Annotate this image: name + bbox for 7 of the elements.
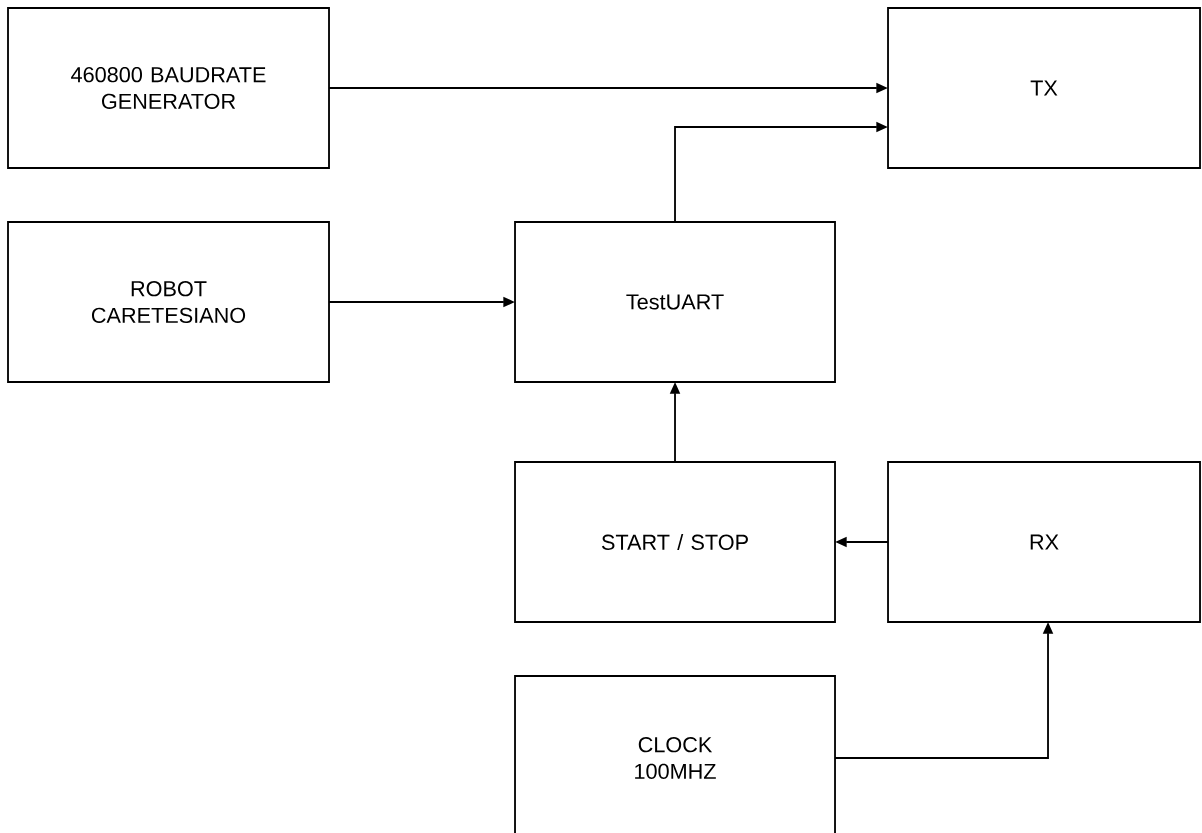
process-box: CLOCK 100MHZ — [514, 675, 836, 833]
process-box: 460800 BAUDRATE GENERATOR — [7, 7, 330, 169]
process-box: ROBOT CARETESIANO — [7, 221, 330, 383]
process-box: RX — [887, 461, 1201, 623]
process-box: START / STOP — [514, 461, 836, 623]
process-box: TestUART — [514, 221, 836, 383]
process-box: TX — [887, 7, 1201, 169]
